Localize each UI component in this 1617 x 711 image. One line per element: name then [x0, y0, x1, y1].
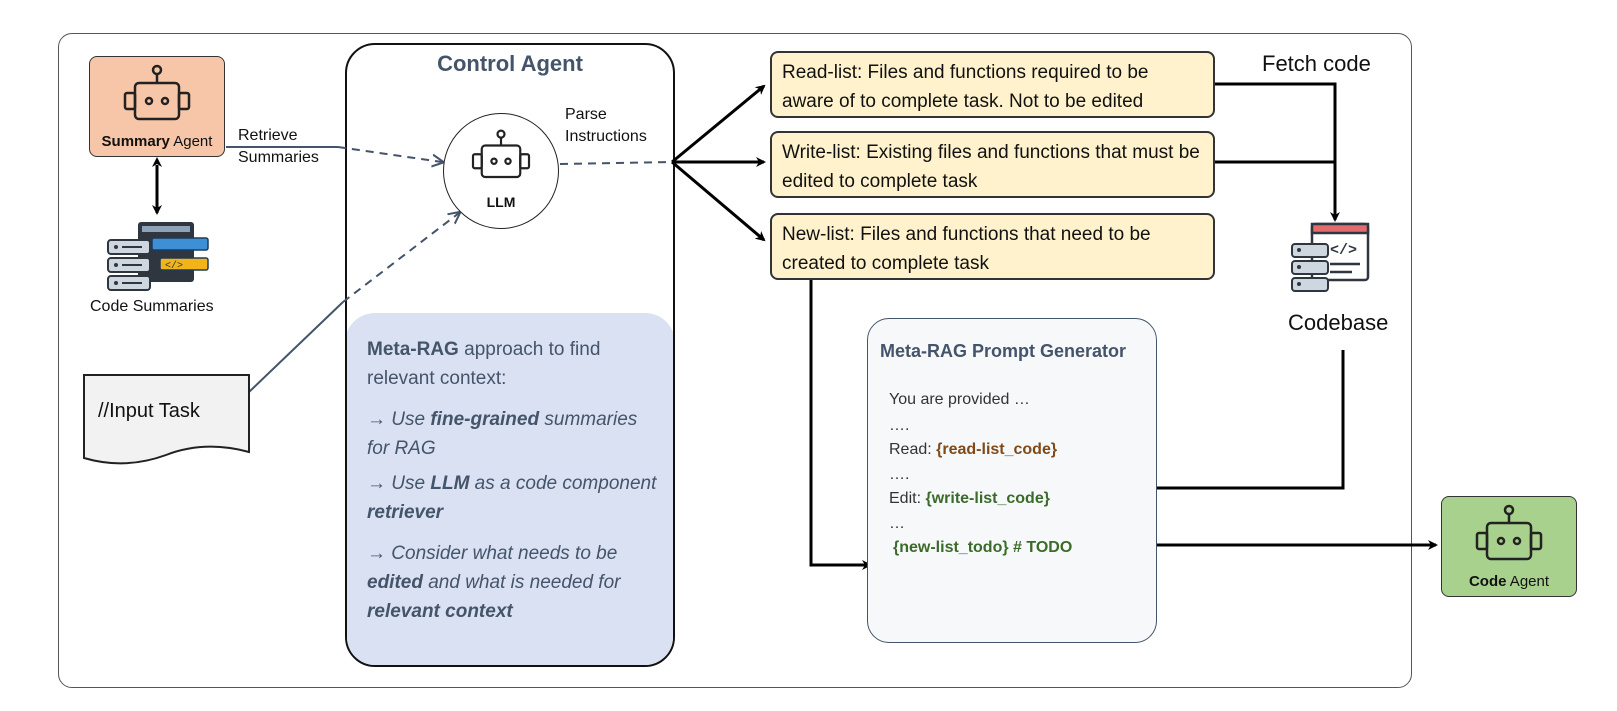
prompt-generator-title: Meta-RAG Prompt Generator — [880, 341, 1127, 361]
codebase-to-prompt-arrow — [1110, 350, 1345, 493]
robot-icon — [471, 129, 531, 179]
input-task-label: //Input Task — [98, 400, 200, 422]
robot-icon — [123, 64, 191, 121]
meta-rag-intro: Meta-RAG approach to find relevant conte… — [367, 339, 601, 389]
svg-text:</>: </> — [165, 260, 183, 272]
input-task-document — [83, 374, 250, 465]
read-list-box: Read-list: Files and functions required … — [770, 51, 1215, 118]
meta-rag-bullet-2: → Use LLM as a code component retriever — [367, 473, 657, 523]
prompt-line-edit: Edit: {write-list_code} — [889, 490, 1050, 507]
robot-icon — [1475, 504, 1543, 561]
parse-instructions-dashed-line — [559, 161, 673, 165]
codebase-label: Codebase — [1288, 310, 1389, 335]
retrieve-summaries-dashed-arrow — [337, 146, 442, 162]
prompt-line-ellipsis-3: … — [889, 515, 905, 532]
prompt-generator-panel: Meta-RAG Prompt Generator You are provid… — [867, 318, 1157, 643]
code-agent-label: Code Agent — [1468, 573, 1550, 590]
fetch-code-label: Fetch code — [1262, 51, 1371, 76]
prompt-line-ellipsis-2: …. — [889, 466, 910, 483]
fetch-code-read-line — [1215, 82, 1340, 222]
write-list-box: Write-list: Existing files and functions… — [770, 131, 1215, 198]
input-task-dashed-arrow — [342, 213, 459, 303]
meta-rag-bullet-3: → Consider what needs to be edited and w… — [367, 543, 621, 622]
meta-rag-description: Meta-RAG approach to find relevant conte… — [347, 313, 673, 665]
llm-label: LLM — [486, 194, 516, 210]
new-list-box: New-list: Files and functions that need … — [770, 213, 1215, 280]
summary-agent-label: Summary Agent — [101, 133, 213, 150]
arrow-to-read-list — [671, 84, 766, 164]
prompt-line-intro: You are provided … — [889, 391, 1030, 408]
summary-agent: Summary Agent — [89, 56, 225, 157]
input-task-line — [248, 301, 344, 393]
prompt-line-new: {new-list_todo} # TODO — [893, 539, 1073, 556]
prompt-line-read: Read: {read-list_code} — [889, 441, 1058, 458]
code-agent: Code Agent — [1441, 496, 1577, 597]
llm-node: LLM — [443, 113, 559, 229]
diagram-frame — [58, 33, 1412, 688]
new-list-to-prompt-arrow — [809, 280, 872, 570]
codebase-icon: </> — [1291, 222, 1370, 292]
code-summaries-label: Code Summaries — [90, 298, 214, 315]
svg-text:</>: </> — [1330, 242, 1357, 259]
arrow-to-new-list — [671, 160, 766, 242]
code-summaries-icon: </> — [107, 222, 209, 291]
control-agent-title: Control Agent — [437, 51, 583, 76]
prompt-line-ellipsis: …. — [889, 417, 910, 434]
meta-rag-bullet-1: → Use fine-grained summaries for RAG — [367, 409, 638, 459]
